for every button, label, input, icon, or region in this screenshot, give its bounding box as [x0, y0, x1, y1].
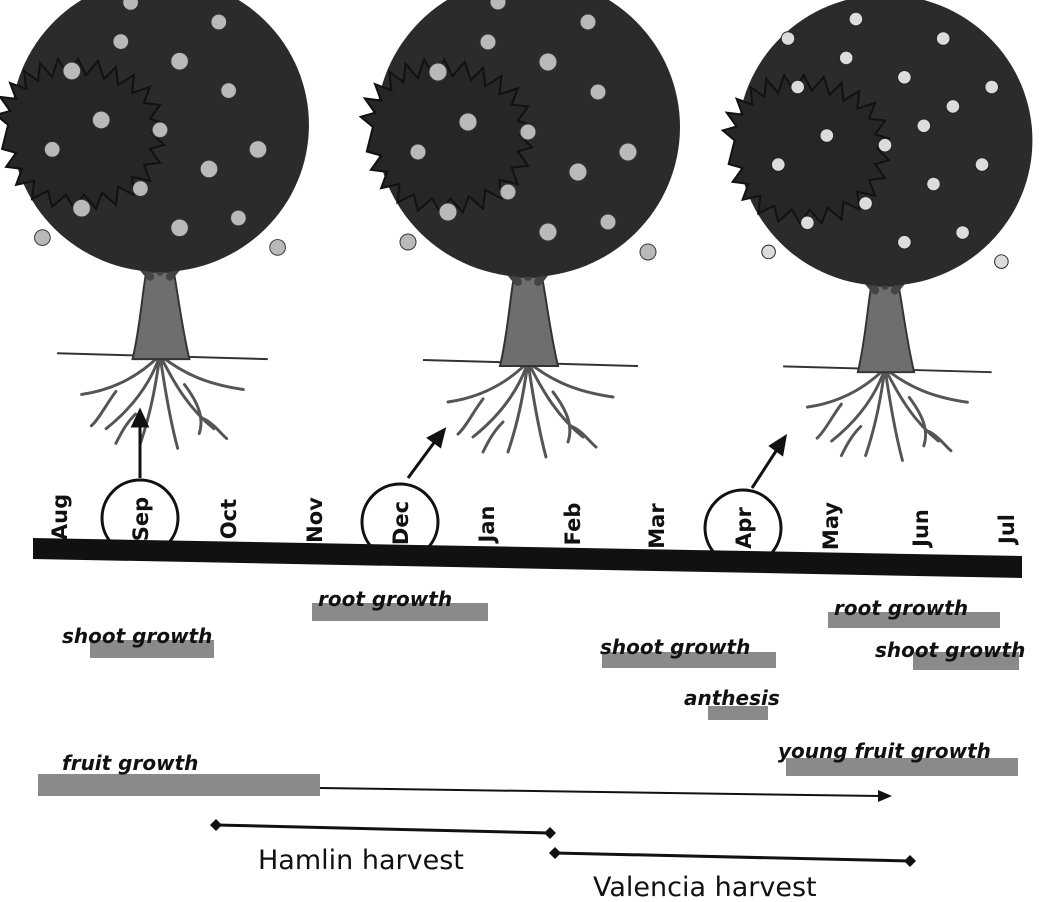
month-label: Dec	[389, 501, 413, 545]
arrow-apr	[752, 448, 778, 488]
month-label: May	[819, 502, 843, 550]
phase-label-shoot-growth-2: shoot growth	[600, 635, 750, 659]
month-label: Nov	[303, 497, 327, 543]
arrow-dec	[408, 440, 436, 478]
month-label: Oct	[217, 499, 241, 539]
tree-december	[361, 0, 680, 457]
phase-label-young-fruit-growth: young fruit growth	[778, 739, 991, 763]
tree-april	[723, 0, 1033, 460]
pointer-arrows	[133, 411, 785, 488]
phase-label-shoot-growth-1: shoot growth	[62, 624, 212, 648]
phase-label-root-growth-2: root growth	[834, 596, 968, 620]
harvest-ranges: Hamlin harvest Valencia harvest	[210, 819, 916, 902]
phase-label-anthesis: anthesis	[684, 686, 780, 710]
fruit-growth-continuation-arrow	[320, 788, 892, 802]
hamlin-harvest-range: Hamlin harvest	[210, 819, 556, 876]
harvest-label-valencia: Valencia harvest	[593, 872, 817, 902]
phase-labels: root growth shoot growth shoot growth an…	[62, 587, 1025, 775]
month-label: Sep	[129, 497, 153, 541]
phase-label-shoot-growth-3: shoot growth	[875, 638, 1025, 662]
bar-fruit-growth	[38, 774, 320, 796]
timeline-bar	[33, 538, 1022, 578]
phase-label-root-growth-1: root growth	[318, 587, 452, 611]
month-label: Jan	[475, 506, 499, 545]
month-label: Jul	[995, 514, 1019, 546]
phase-label-fruit-growth: fruit growth	[62, 751, 198, 775]
harvest-label-hamlin: Hamlin harvest	[258, 845, 464, 876]
month-label: Mar	[645, 503, 669, 549]
valencia-harvest-range: Valencia harvest	[549, 847, 916, 902]
tree-september	[0, 0, 309, 448]
month-label: Jun	[909, 509, 933, 549]
month-label: Aug	[48, 494, 72, 540]
month-label: Apr	[732, 507, 756, 549]
month-label: Feb	[561, 503, 585, 546]
